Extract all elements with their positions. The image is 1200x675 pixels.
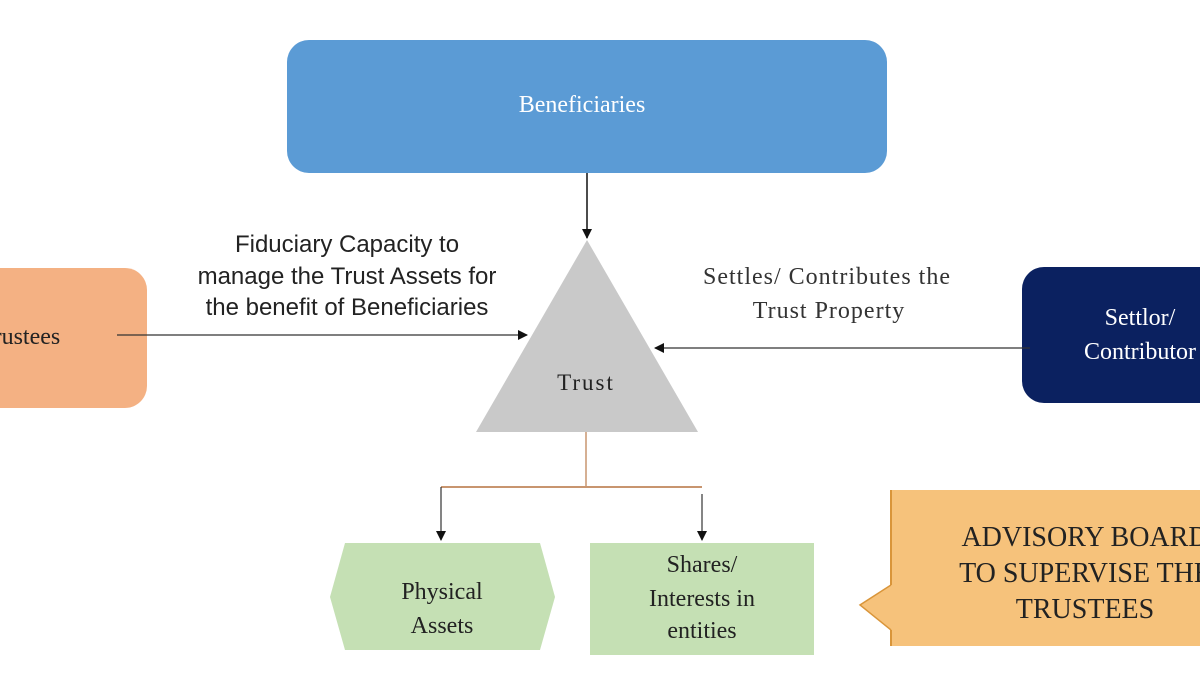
trust-label: Trust	[557, 370, 615, 395]
beneficiaries-node: Beneficiaries	[287, 40, 887, 173]
advisory-board-label-line: TO SUPERVISE THE	[959, 558, 1200, 589]
edge-label-line: Fiduciary Capacity to	[235, 231, 459, 258]
edge-label-line: Trust Property	[753, 298, 905, 324]
settlor-node: Settlor/ Contributor	[1022, 267, 1200, 403]
trust-to-assets-connector	[436, 432, 707, 541]
advisory-board-label-line: TRUSTEES	[1016, 594, 1154, 625]
beneficiaries-label: Beneficiaries	[519, 92, 646, 118]
shares-interests-node: Shares/ Interests in entities	[590, 543, 814, 655]
physical-assets-node: Physical Assets	[330, 543, 555, 650]
edge-label-line: the benefit of Beneficiaries	[206, 294, 489, 321]
shares-label-line: Interests in	[649, 586, 755, 612]
trustees-node: Trustees	[0, 268, 147, 408]
physical-assets-label-line: Physical	[401, 579, 483, 605]
shares-label-line: Shares/	[667, 552, 738, 578]
trustees-label: Trustees	[0, 324, 60, 350]
advisory-board-callout: ADVISORY BOARD TO SUPERVISE THE TRUSTEES	[858, 490, 1200, 646]
shares-label-line: entities	[667, 618, 736, 644]
edge-label-line: Settles/ Contributes the	[703, 264, 951, 290]
advisory-board-label-line: ADVISORY BOARD	[961, 522, 1200, 553]
settlor-label-line: Settlor/	[1105, 305, 1176, 331]
settlor-label-line: Contributor	[1084, 339, 1196, 365]
fiduciary-capacity-label: Fiduciary Capacity to manage the Trust A…	[198, 231, 497, 321]
settles-contributes-label: Settles/ Contributes the Trust Property	[703, 264, 951, 324]
trust-node: Trust	[476, 240, 698, 432]
physical-assets-label-line: Assets	[411, 613, 474, 639]
edge-label-line: manage the Trust Assets for	[198, 263, 497, 290]
